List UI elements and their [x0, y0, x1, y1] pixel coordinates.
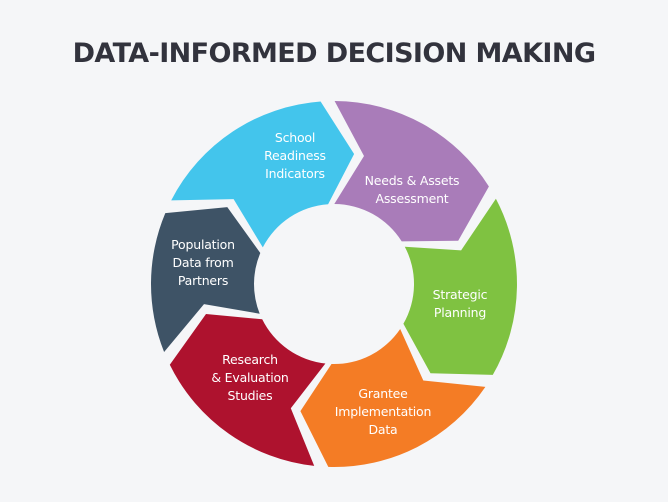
- segment-strategic-planning: [403, 198, 517, 375]
- segment-grantee-implementation: [300, 329, 486, 467]
- label-line: Needs & Assets: [364, 173, 460, 188]
- label-line: Indicators: [265, 166, 325, 181]
- label-line: & Evaluation: [211, 370, 289, 385]
- segment-needs-assets: [334, 101, 489, 242]
- segment-population-data: [151, 207, 261, 352]
- label-line: Strategic: [432, 287, 488, 302]
- label-line: Planning: [433, 305, 487, 320]
- label-line: Grantee: [358, 386, 408, 401]
- label-line: Studies: [227, 388, 273, 403]
- label-line: Population: [171, 237, 235, 252]
- page-title: DATA-INFORMED DECISION MAKING: [72, 38, 596, 69]
- label-line: Data: [368, 422, 398, 437]
- segment-research-evaluation: [169, 314, 326, 466]
- segment-school-readiness: [171, 101, 355, 248]
- label-line: Assessment: [375, 191, 449, 206]
- label-line: Partners: [177, 273, 229, 288]
- label-line: Research: [222, 352, 278, 367]
- label-line: Readiness: [264, 148, 326, 163]
- label-line: Implementation: [334, 404, 432, 419]
- label-line: Data from: [172, 255, 234, 270]
- label-line: School: [274, 130, 316, 145]
